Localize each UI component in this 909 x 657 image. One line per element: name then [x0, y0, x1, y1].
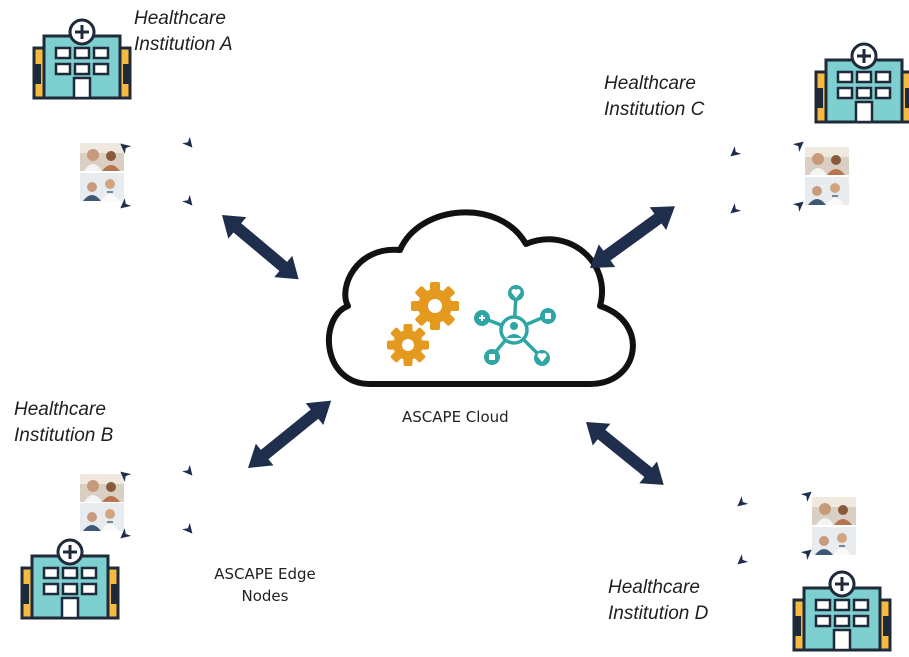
arrow-icon: [182, 464, 197, 479]
arrow-icon: [792, 197, 807, 212]
double-arrow-icon: [239, 389, 340, 479]
doctor-photo-icon: [80, 503, 124, 531]
hospital-icon: [814, 42, 909, 124]
arrow-icon: [727, 203, 742, 218]
arrow-icon: [182, 522, 197, 537]
gear-icon: [411, 282, 459, 330]
doctor-photo-icon: [80, 173, 124, 201]
doctor-photo-icon: [812, 497, 856, 525]
hospital-icon: [20, 538, 120, 620]
arrow-icon: [182, 136, 197, 151]
doctor-photo-icon: [805, 147, 849, 175]
double-arrow-icon: [581, 194, 684, 280]
arrow-icon: [734, 554, 749, 569]
doctor-photo-icon: [812, 527, 856, 555]
arrow-icon: [727, 146, 742, 161]
cloud-label: ASCAPE Cloud: [402, 408, 509, 426]
double-arrow-icon: [577, 411, 673, 496]
doctor-photo-icon: [80, 474, 124, 502]
doctor-photo-icon: [805, 177, 849, 205]
arrow-icon: [182, 194, 197, 209]
cloud-icon: [326, 209, 636, 387]
hospital-icon: [792, 570, 892, 652]
arrow-icon: [792, 137, 807, 152]
arrow-icon: [734, 496, 749, 511]
double-arrow-icon: [213, 204, 308, 291]
doctor-photo-icon: [80, 143, 124, 171]
gear-icon: [387, 324, 429, 366]
hospital-icon: [32, 18, 132, 100]
